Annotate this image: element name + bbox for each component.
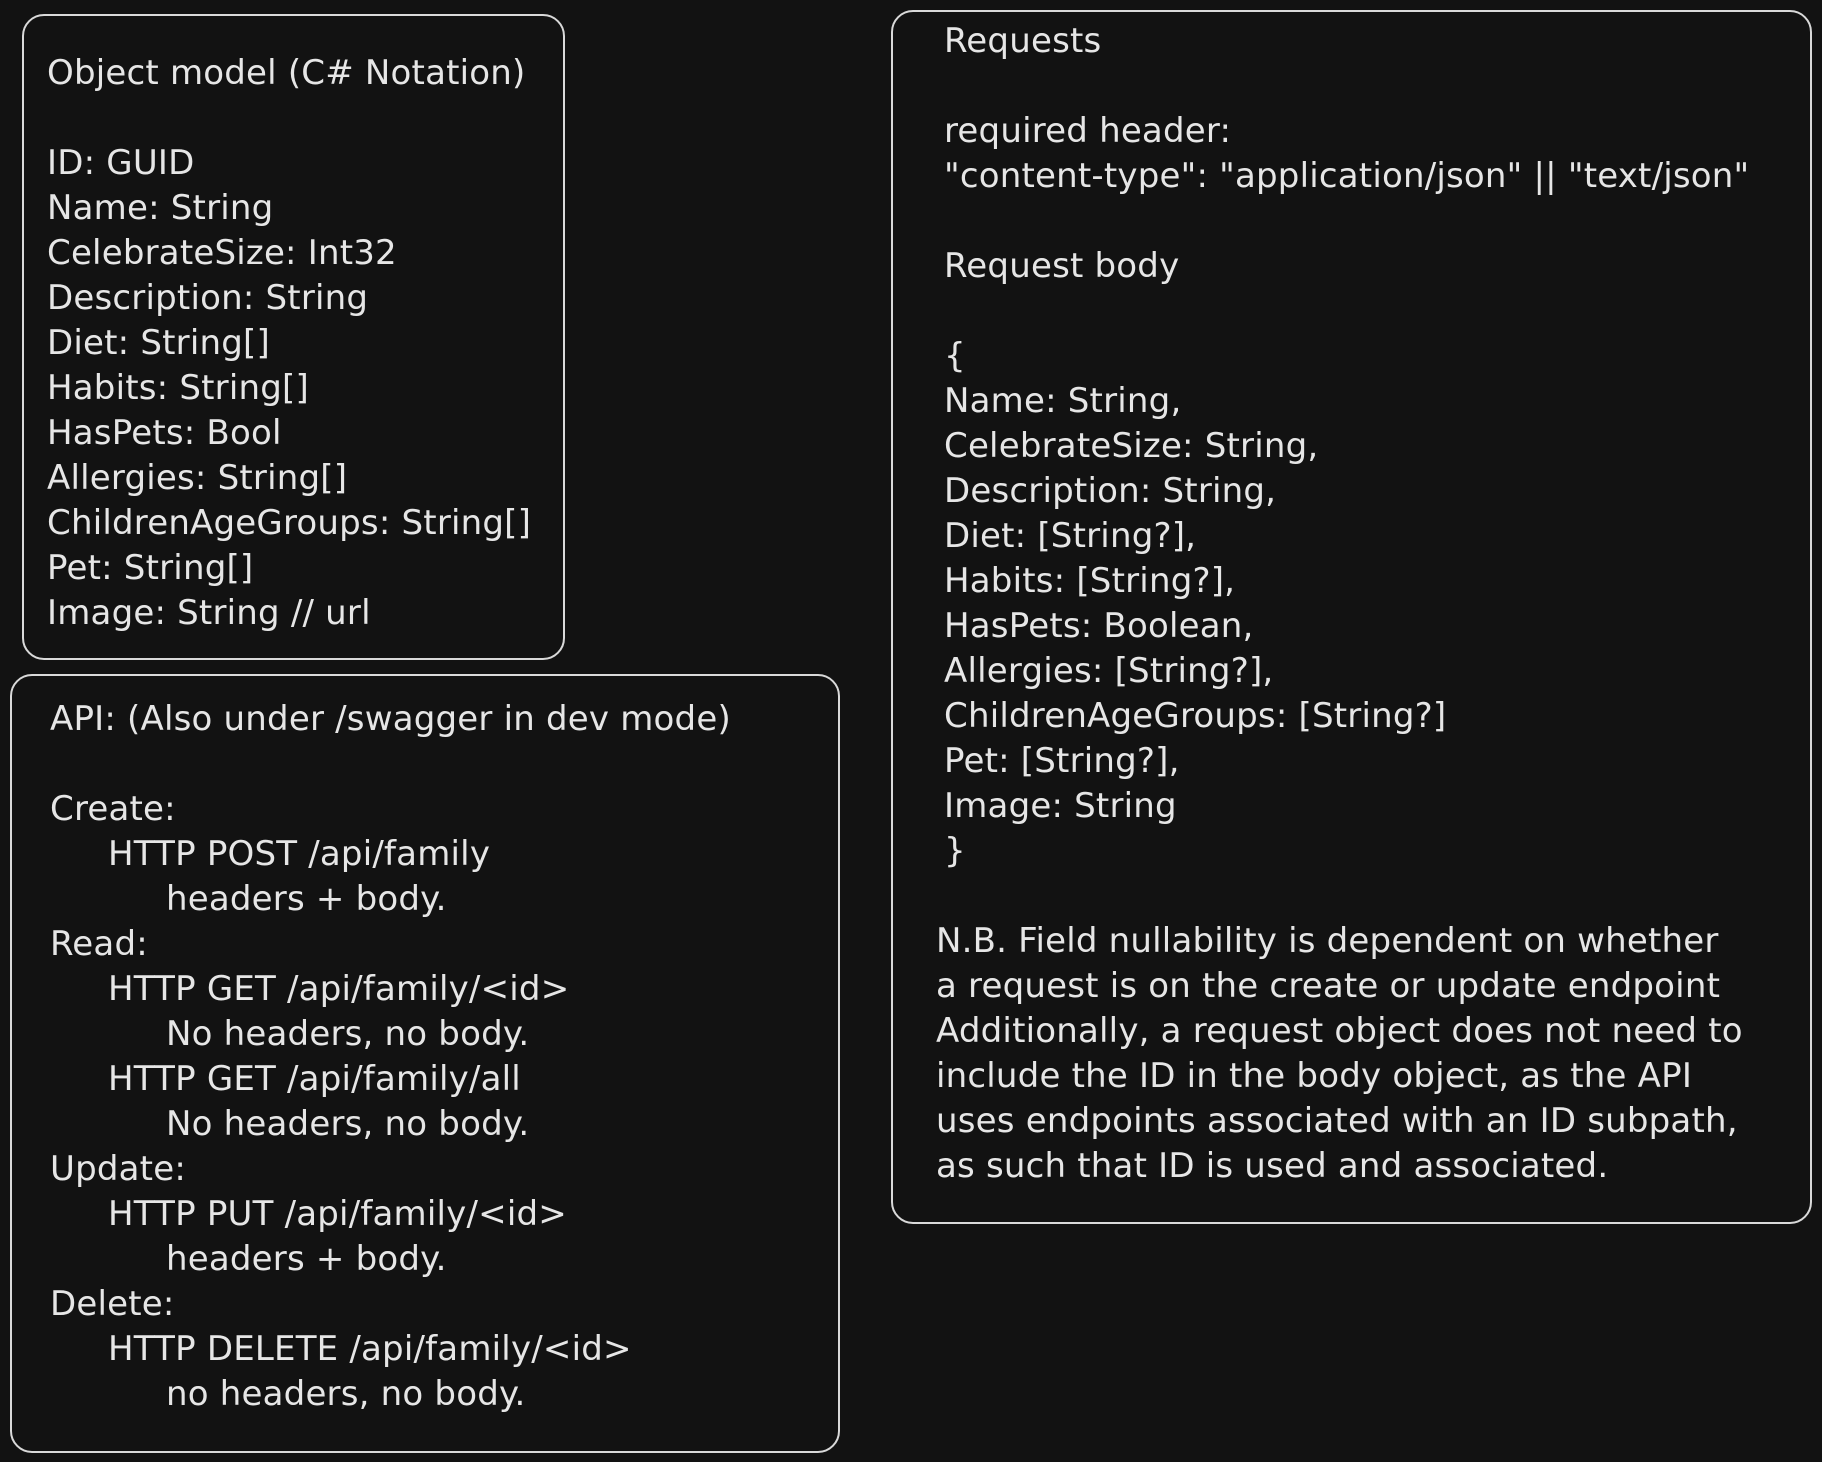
requests-card [891, 10, 1812, 1224]
requests-body-field-haspets: HasPets: Boolean, [944, 606, 1254, 646]
requests-body-field-name: Name: String, [944, 381, 1182, 421]
api-update-label: Update: [50, 1149, 186, 1189]
api-read-label: Read: [50, 924, 148, 964]
api-delete-detail: no headers, no body. [166, 1374, 526, 1414]
requests-body-field-diet: Diet: [String?], [944, 516, 1197, 556]
api-read-request-1: HTTP GET /api/family/<id> [108, 969, 570, 1009]
object-model-field-diet: Diet: String[] [47, 323, 270, 363]
api-delete-request: HTTP DELETE /api/family/<id> [108, 1329, 632, 1369]
requests-body-field-childrenagegroups: ChildrenAgeGroups: [String?] [944, 696, 1447, 736]
api-delete-label: Delete: [50, 1284, 175, 1324]
object-model-field-description: Description: String [47, 278, 369, 318]
requests-note-line-6: as such that ID is used and associated. [936, 1146, 1609, 1186]
api-read-detail-2: No headers, no body. [166, 1104, 530, 1144]
api-update-detail: headers + body. [166, 1239, 447, 1279]
object-model-field-allergies: Allergies: String[] [47, 458, 348, 498]
requests-body-field-description: Description: String, [944, 471, 1277, 511]
object-model-field-id: ID: GUID [47, 143, 195, 183]
object-model-field-celebratesize: CelebrateSize: Int32 [47, 233, 397, 273]
api-card [10, 674, 840, 1453]
requests-body-field-pet: Pet: [String?], [944, 741, 1180, 781]
object-model-card [22, 14, 565, 660]
requests-header-label: required header: [944, 111, 1232, 151]
requests-body-label: Request body [944, 246, 1180, 286]
object-model-field-haspets: HasPets: Bool [47, 413, 282, 453]
requests-body-field-allergies: Allergies: [String?], [944, 651, 1274, 691]
object-model-field-childrenagegroups: ChildrenAgeGroups: String[] [47, 503, 532, 543]
api-create-detail: headers + body. [166, 879, 447, 919]
object-model-field-pet: Pet: String[] [47, 548, 254, 588]
requests-note-line-3: Additionally, a request object does not … [936, 1011, 1743, 1051]
requests-header-value: "content-type": "application/json" || "t… [944, 156, 1750, 196]
object-model-field-habits: Habits: String[] [47, 368, 309, 408]
api-title: API: (Also under /swagger in dev mode) [50, 699, 731, 739]
requests-note-line-5: uses endpoints associated with an ID sub… [936, 1101, 1738, 1141]
requests-brace-open: { [944, 336, 966, 376]
api-update-request: HTTP PUT /api/family/<id> [108, 1194, 567, 1234]
object-model-field-image: Image: String // url [47, 593, 371, 633]
requests-note-line-1: N.B. Field nullability is dependent on w… [936, 921, 1719, 961]
requests-body-field-habits: Habits: [String?], [944, 561, 1236, 601]
requests-note-line-4: include the ID in the body object, as th… [936, 1056, 1693, 1096]
requests-brace-close: } [944, 831, 966, 871]
api-read-request-2: HTTP GET /api/family/all [108, 1059, 521, 1099]
api-create-label: Create: [50, 789, 176, 829]
requests-note-line-2: a request is on the create or update end… [936, 966, 1721, 1006]
object-model-title: Object model (C# Notation) [47, 53, 526, 93]
requests-body-field-image: Image: String [944, 786, 1177, 826]
api-read-detail-1: No headers, no body. [166, 1014, 530, 1054]
requests-body-field-celebratesize: CelebrateSize: String, [944, 426, 1319, 466]
api-create-request: HTTP POST /api/family [108, 834, 491, 874]
requests-title: Requests [944, 21, 1102, 61]
object-model-field-name: Name: String [47, 188, 274, 228]
